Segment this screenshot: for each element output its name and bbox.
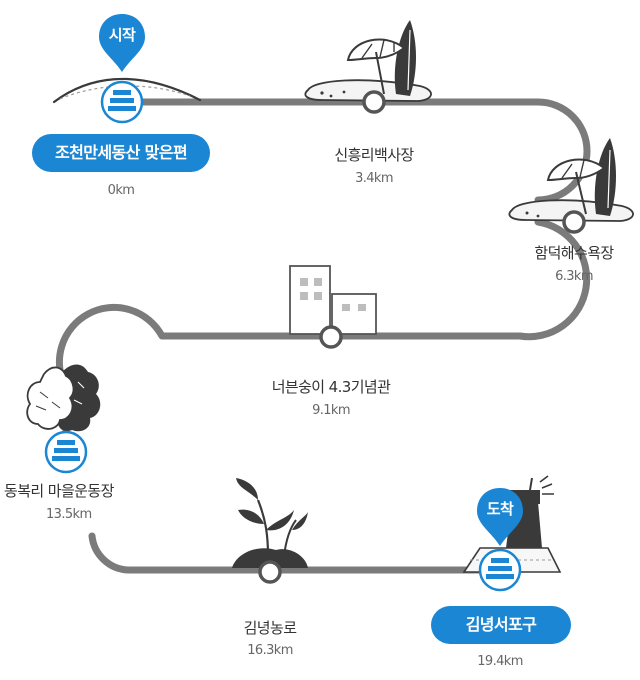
stop-distance-hamdeok: 6.3km: [555, 269, 593, 284]
stamp-box-icon: [478, 548, 522, 592]
tree-icon: [26, 364, 101, 432]
beach-umbrella-icon: [304, 20, 432, 102]
location-pin-icon: [99, 14, 145, 72]
stop-name-hamdeok: 함덕해수욕장: [534, 244, 614, 262]
stop-name-start: 조천만세동산 맞은편: [32, 134, 210, 172]
route-node-hamdeok: [562, 210, 586, 234]
stop-distance-end: 19.4km: [477, 654, 523, 669]
stop-distance-start: 0km: [107, 183, 135, 198]
sprout-icon: [232, 478, 308, 568]
stop-name-end: 김녕서포구: [431, 606, 571, 644]
hill-icon: [52, 77, 202, 104]
route-node-gimnyeong-farm-road: [258, 560, 282, 584]
stamp-box-icon: [44, 430, 88, 474]
stop-distance-neobeunsungi: 9.1km: [312, 403, 350, 418]
route-node-sinheung: [362, 90, 386, 114]
building-icon: [289, 265, 377, 335]
stop-distance-sinheung: 3.4km: [355, 171, 393, 186]
stop-distance-dongbok: 13.5km: [46, 507, 92, 522]
stop-distance-gimnyeong-farm-road: 16.3km: [247, 643, 293, 658]
start-pin: 시작: [97, 12, 147, 74]
route-node-neobeunsungi: [319, 325, 343, 349]
stop-name-sinheung: 신흥리백사장: [334, 146, 414, 164]
beach-umbrella-icon: [508, 138, 634, 222]
location-pin-icon: [477, 488, 523, 546]
stop-name-neobeunsungi: 너븐숭이 4.3기념관: [271, 378, 391, 396]
stamp-box-icon: [100, 80, 144, 124]
stop-name-gimnyeong-farm-road: 김녕농로: [243, 619, 297, 637]
stop-name-dongbok: 동복리 마을운동장: [4, 482, 114, 500]
route-path: [55, 98, 591, 574]
end-marker-label: 도착: [486, 500, 514, 518]
start-marker-label: 시작: [108, 26, 136, 44]
end-pin: 도착: [475, 486, 525, 548]
